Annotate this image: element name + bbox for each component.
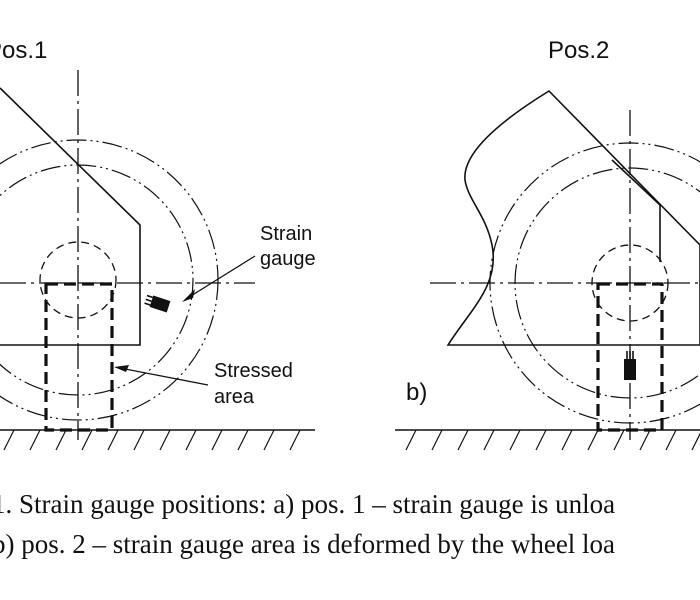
strain-gauge-leader (182, 255, 256, 302)
strain-gauge-sensor-left (144, 294, 171, 313)
axle-bracket-left (0, 87, 141, 346)
stressed-area-label-line2: area (214, 386, 255, 408)
panel-pos2 (395, 89, 700, 451)
pos2-title: Pos.2 (548, 37, 609, 64)
caption-line2: b) pos. 2 – strain gauge area is deforme… (0, 529, 615, 559)
panel-b-label: b) (406, 379, 427, 406)
stressed-area-rect-left (44, 282, 114, 432)
strain-gauge-label-line2: gauge (260, 248, 316, 270)
strain-gauge-label-line1: Strain (260, 223, 312, 245)
strain-gauge-sensor-right (624, 351, 636, 380)
caption-line1: 1. Strain gauge positions: a) pos. 1 – s… (0, 489, 615, 519)
stressed-area-leader (114, 365, 209, 386)
wheel-outer-circle-left (0, 139, 219, 421)
ground-hatching-left (3, 429, 301, 451)
axle-bracket-right (446, 89, 700, 346)
stressed-area-label-line1: Stressed (214, 360, 293, 382)
panel-pos1 (0, 70, 315, 451)
bracket-inner-edge-right (611, 159, 661, 262)
ground-hatching-right (405, 429, 700, 451)
wheel-inner-circle-left (0, 164, 194, 396)
pos1-title: Pos.1 (0, 37, 47, 64)
